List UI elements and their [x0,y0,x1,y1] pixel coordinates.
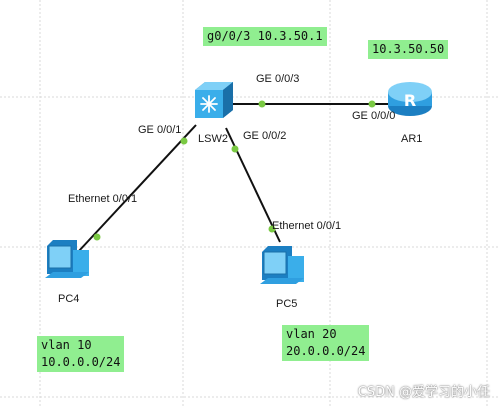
note-vlan10: vlan 10 10.0.0.0/24 [37,336,125,372]
port-dots [93,100,376,241]
port-label-sw-ge002: GE 0/0/2 [243,130,286,142]
port-label-sw-ge001: GE 0/0/1 [138,124,181,136]
svg-text:R: R [404,91,416,110]
note-router-ip: 10.3.50.50 [368,40,449,59]
port-dot-ar-ge000 [368,100,376,108]
port-label-sw-ge003: GE 0/0/3 [256,73,299,85]
port-dot-sw-ge002 [231,145,239,153]
port-dot-pc4-eth [93,233,101,241]
links [77,103,390,253]
link-lsw2-pc4[interactable] [77,124,197,253]
port-dot-pc5-eth [268,225,276,233]
switch-icon[interactable] [195,82,233,118]
router-label: AR1 [401,133,422,145]
switch-label: LSW2 [198,133,228,145]
router-icon[interactable]: R [388,82,432,116]
note-switch-iface: g0/0/3 10.3.50.1 [203,27,327,46]
port-label-pc5-eth: Ethernet 0/0/1 [272,220,341,232]
pc-icon[interactable] [260,246,304,284]
port-dot-sw-ge001 [180,137,188,145]
pc-icon[interactable] [45,240,89,278]
watermark: CSDN @爱学习的小任 [357,385,490,400]
port-dot-sw-ge003 [258,100,266,108]
pc5-label: PC5 [276,298,297,310]
pc4-label: PC4 [58,293,79,305]
port-label-pc4-eth: Ethernet 0/0/1 [68,193,137,205]
port-label-ar-ge000: GE 0/0/0 [352,110,395,122]
note-vlan20: vlan 20 20.0.0.0/24 [282,325,370,361]
